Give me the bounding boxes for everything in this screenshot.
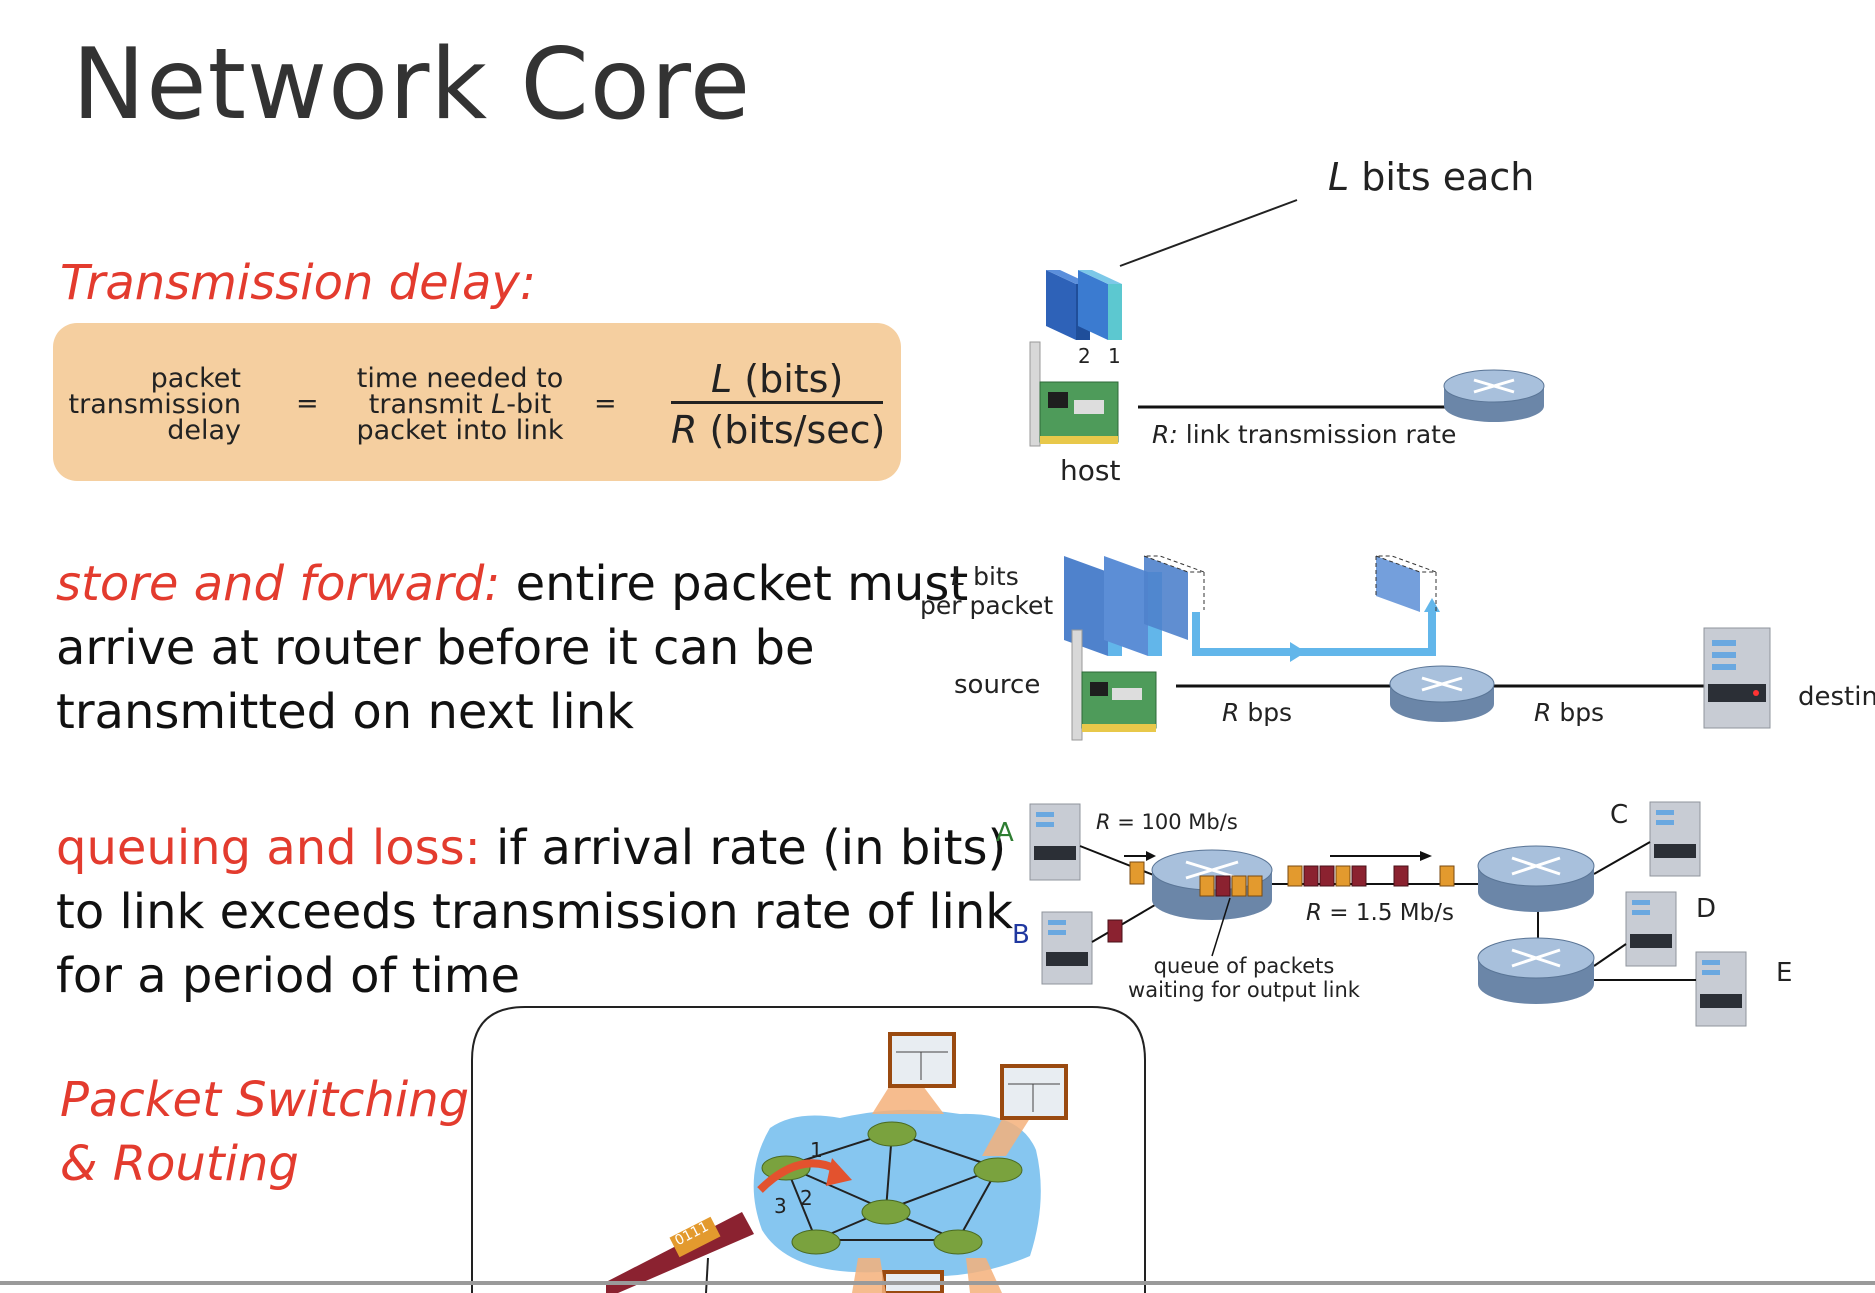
- footer-divider: [0, 1281, 1875, 1285]
- formula-denominator: R (bits/sec): [671, 408, 886, 452]
- header-pointer: [705, 1257, 709, 1293]
- server-b-icon: [1041, 911, 1093, 985]
- store-forward-heading: store and forward:: [56, 556, 501, 612]
- rate-label-1: R bps: [1222, 698, 1293, 727]
- host-nic-icon: [1029, 341, 1119, 447]
- host-d-label: D: [1696, 894, 1717, 924]
- fraction-bar: [671, 401, 883, 404]
- formula-middle-line2: transmit L-bit: [368, 389, 552, 420]
- formula-box: packet transmission delay = time needed …: [53, 323, 901, 481]
- packet-2-label: 2: [1078, 344, 1091, 368]
- server-c-icon: [1649, 801, 1701, 877]
- link-a: [1079, 845, 1157, 877]
- destination-server-icon: [1703, 627, 1771, 729]
- bits-per-packet-label: L bits per packet: [920, 562, 1054, 620]
- link-rate-label: R: link transmission rate: [1152, 420, 1457, 449]
- bits-each-label: L bits each: [1328, 155, 1535, 199]
- port-1-label: 1: [810, 1138, 823, 1162]
- server-a-icon: [1029, 803, 1081, 881]
- routing-table-right: [982, 1064, 1068, 1156]
- store-forward-paragraph: store and forward: entire packet must ar…: [56, 556, 969, 740]
- output-rate-label: R = 1.5 Mb/s: [1306, 900, 1454, 926]
- incoming-packet-a: [1129, 861, 1145, 885]
- queue-label: queue of packets waiting for output link: [1128, 954, 1360, 1002]
- port-2-label: 2: [800, 1186, 813, 1210]
- formula-left-line1: packet: [150, 363, 241, 394]
- packet-1-label: 1: [1108, 344, 1121, 368]
- link-c: [1593, 841, 1651, 875]
- transmission-delay-heading: Transmission delay:: [60, 255, 536, 311]
- green-routers: [761, 1121, 1023, 1255]
- formula-left-line2: transmission: [68, 389, 241, 420]
- sf-packet-icon: [1064, 555, 1205, 656]
- output-packets: [1287, 865, 1455, 887]
- formula-equals-1: =: [296, 388, 319, 419]
- queue-router-icon: [1151, 849, 1273, 920]
- source-label: source: [954, 670, 1041, 700]
- page-title: Network Core: [72, 28, 752, 142]
- host-c-label: C: [1610, 800, 1629, 830]
- host-b-label: B: [1012, 920, 1030, 950]
- queuing-heading: queuing and loss:: [56, 820, 481, 876]
- server-e-icon: [1695, 951, 1747, 1027]
- source-nic-icon: [1071, 629, 1157, 741]
- host-e-label: E: [1776, 958, 1793, 988]
- host-label: host: [1060, 454, 1121, 487]
- incoming-packet-b: [1107, 919, 1123, 943]
- formula-middle-line1: time needed to: [356, 363, 564, 394]
- incoming-packet-icon: [606, 1212, 754, 1293]
- formula-equals-2: =: [594, 388, 617, 419]
- routing-heading: Packet Switching & Routing: [60, 1072, 470, 1192]
- server-d-icon: [1625, 891, 1677, 967]
- packet-1-icon: [1078, 270, 1122, 340]
- formula-left-line3: delay: [167, 415, 241, 446]
- flow-arrow: [1192, 598, 1440, 662]
- sf-router-icon: [1389, 665, 1495, 722]
- router-icon: [1443, 369, 1545, 422]
- router-c-icon: [1477, 845, 1595, 912]
- queue-pointer: [1211, 897, 1231, 957]
- port-3-label: 3: [774, 1194, 787, 1218]
- formula-numerator: L (bits): [711, 357, 844, 401]
- link-b: [1091, 901, 1161, 943]
- input-rate-label: R = 100 Mb/s: [1096, 810, 1238, 834]
- destination-label: destin: [1798, 682, 1875, 712]
- host-a-label: A: [996, 818, 1014, 848]
- router-packet-icon: [1375, 555, 1437, 612]
- bits-each-pointer: [1119, 199, 1298, 267]
- queuing-paragraph: queuing and loss: if arrival rate (in bi…: [56, 820, 1014, 1004]
- link-d: [1593, 943, 1627, 967]
- router-de-icon: [1477, 937, 1595, 1004]
- formula-middle-line3: packet into link: [356, 415, 564, 446]
- routing-table-top: [872, 1032, 956, 1114]
- rate-label-2: R bps: [1534, 698, 1605, 727]
